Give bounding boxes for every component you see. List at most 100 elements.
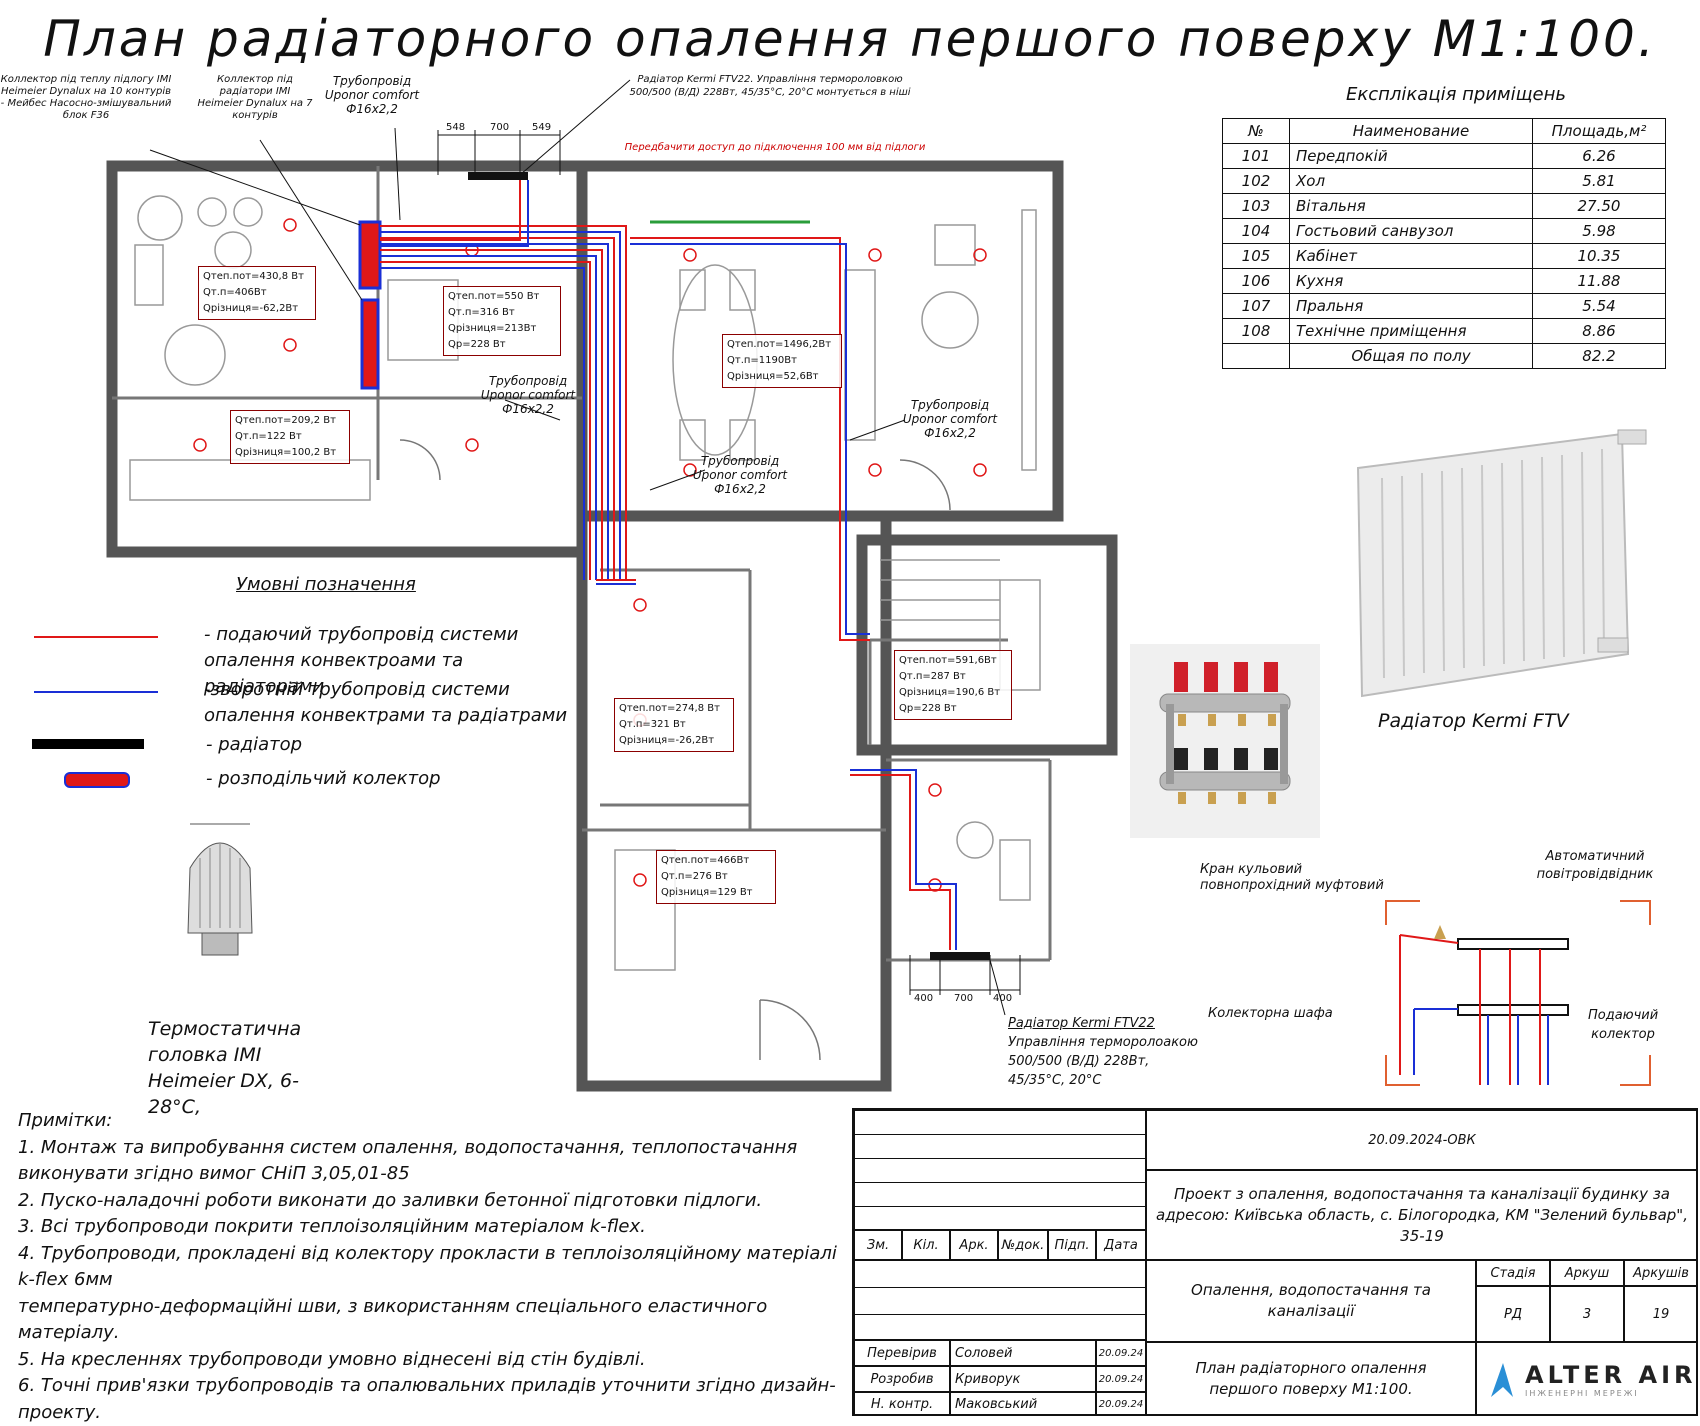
heat-diff: Qрізниця=100,2 Вт [235,447,337,458]
dim-bottom-3: 400 [993,993,1013,1004]
date-checked: 20.09.24 [1096,1340,1146,1366]
date-norm-control: 20.09.24 [1096,1392,1146,1416]
room-num: 103 [1222,193,1290,219]
heat-box-6: Qтеп.пот=274,8 Вт Qт.п=321 Вт Qрізниця=-… [614,698,734,752]
table-header: № Наименование Площадь,м² [1222,118,1666,144]
room-area: 5.98 [1532,218,1666,244]
stage-label: Стадія [1476,1260,1550,1286]
radiator-bottom-label: Радіатор Kermi FTV22 Управління терморол… [1008,1014,1208,1090]
heat-loss: Qтеп.пот=274,8 Вт [619,703,720,714]
heat-floor: Qт.п=406Вт [203,287,267,298]
heat-diff: Qрізниця=213Вт [448,323,537,334]
empty-grid [854,1260,1146,1340]
heat-box-5: Qтеп.пот=591,6Вт Qт.п=287 Вт Qрізниця=19… [894,650,1012,720]
legend-radiator-swatch [32,739,144,749]
header-change: Зм. [854,1230,902,1260]
sheet-label: Аркуш [1550,1260,1624,1286]
drawing-title: План радіаторного опалення першого повер… [43,10,1657,68]
revision-grid [854,1110,1146,1230]
collector-floor-label: Коллектор під теплу підлогу IMI Heimeier… [0,74,172,121]
ball-valve-label: Кран кульовий повнопрохідний муфтовий [1200,862,1384,893]
thermostatic-head-sketch [187,823,253,956]
room-num: 108 [1222,318,1290,344]
room-num: 107 [1222,293,1290,319]
project-description: Проект з опалення, водопостачання та кан… [1146,1170,1698,1260]
collector-cabinet-schematic [1385,900,1651,1086]
col-name: Наименование [1289,118,1533,144]
heat-box-3: Qтеп.пот=209,2 Вт Qт.п=122 Вт Qрізниця=1… [230,410,350,464]
title-block: Зм. Кіл. Арк. №док. Підп. Дата Перевірив… [852,1108,1698,1416]
room-name: Технічне приміщення [1289,318,1533,344]
note-item: 5. На кресленнях трубопроводи умовно від… [18,1348,646,1370]
heat-loss: Qтеп.пот=550 Вт [448,291,540,302]
wall-stair-block [856,534,1118,756]
col-num: № [1222,118,1290,144]
air-vent-label: Автоматичний повітровідвідник [1536,849,1654,882]
project-code: 20.09.2024-ОВК [1146,1110,1698,1170]
heat-box-1: Qтеп.пот=430,8 Вт Qт.п=406Вт Qрізниця=-6… [198,266,316,320]
heat-floor: Qт.п=287 Вт [899,671,966,682]
header-qty: Кіл. [902,1230,950,1260]
pipe-center-label: Трубопровід Uponor comfort Ф16х2,2 [692,454,788,496]
date-developed: 20.09.24 [1096,1366,1146,1392]
heat-loss: Qтеп.пот=209,2 Вт [235,415,336,426]
room-name: Пральня [1289,293,1533,319]
radiator-bottom-rest: Управління терморолоакою 500/500 (В/Д) 2… [1008,1035,1198,1088]
room-name: Хол [1289,168,1533,194]
heat-floor: Qт.п=276 Вт [661,871,728,882]
name-checked: Соловей [950,1340,1096,1366]
heat-loss: Qтеп.пот=466Вт [661,855,750,866]
room-area: 5.81 [1532,168,1666,194]
header-doc: №док. [998,1230,1048,1260]
heat-box-7: Qтеп.пот=466Вт Qт.п=276 Вт Qрізниця=129 … [656,850,776,904]
room-num: 106 [1222,268,1290,294]
radiator-top-note: Передбачити доступ до підключення 100 мм… [624,142,926,153]
note-item: 4. Трубопроводи, прокладені від колектор… [18,1242,837,1291]
note-item: 3. Всі трубопроводи покрити теплоізоляці… [18,1216,646,1237]
logo-text: ALTER AIR [1525,1360,1697,1389]
room-name: Передпокій [1289,143,1533,169]
room-num: 102 [1222,168,1290,194]
notes-block: Примітки: 1. Монтаж та випробування сист… [18,1108,848,1426]
room-area: 10.35 [1532,243,1666,269]
room-num: 101 [1222,143,1290,169]
heat-diff: Qрізниця=190,6 Вт [899,687,1001,698]
legend-collector-swatch [64,772,130,788]
room-num: 105 [1222,243,1290,269]
heat-floor: Qт.п=1190Вт [727,355,797,366]
collector-radiators [360,298,380,390]
total-area: 82.2 [1532,343,1666,369]
note-item: 2. Пуско-наладочні роботи виконати до за… [18,1189,763,1211]
legend-supply-swatch [34,636,158,638]
radiators [468,172,990,960]
pipe-mid-label: Трубопровід Uponor comfort Ф16х2,2 [480,374,576,416]
manifold-image [1130,644,1320,838]
room-area: 8.86 [1532,318,1666,344]
supply-collector-label: Подаючий колектор [1588,1008,1659,1042]
dim-bottom-1: 400 [914,993,934,1004]
col-area: Площадь,м² [1532,118,1666,144]
name-developed: Криворук [950,1366,1096,1392]
collector-cabinet-label: Колекторна шафа [1208,1006,1333,1021]
wall-left-block [106,160,588,558]
pipe-bundle [380,180,957,950]
heat-radiator: Qр=228 Вт [448,339,506,350]
empty-cell [1222,343,1290,369]
collector-floor [358,220,382,290]
dim-top-1: 548 [446,122,466,133]
heat-loss: Qтеп.пот=1496,2Вт [727,339,832,350]
legend-supply-text: - подаючий трубопровід системи опалення … [204,624,519,697]
legend-collector-text: - розподільчий колектор [206,768,441,789]
doors [399,439,951,1061]
heat-loss: Qтеп.пот=430,8 Вт [203,271,304,282]
room-area: 5.54 [1532,293,1666,319]
radiator-top-label: Радіатор Kermi FTV22. Управління терморо… [629,74,911,98]
